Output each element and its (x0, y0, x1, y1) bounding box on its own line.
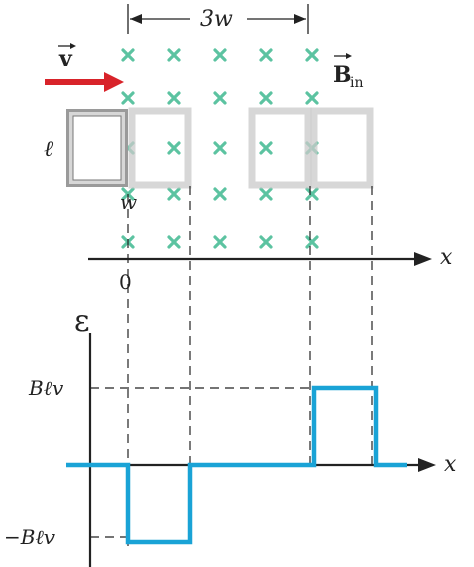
top-x-axis: x 0 (88, 245, 453, 294)
field-markers (121, 48, 319, 249)
width-dimension: 3w (127, 4, 309, 34)
velocity-label-arrowhead (70, 43, 76, 49)
origin-label: 0 (119, 270, 132, 294)
ghost-loop-entering (128, 107, 192, 189)
field-marker (305, 91, 319, 105)
y-tick-neg-label: −Bℓv (4, 525, 56, 549)
field-subscript: in (350, 75, 364, 91)
field-marker (259, 141, 273, 155)
ghost-loop-exiting (310, 107, 374, 189)
loop-length-label: ℓ (44, 137, 54, 162)
field-marker (259, 187, 273, 201)
velocity-arrowhead (104, 72, 124, 92)
field-marker (167, 141, 181, 155)
emf-curve (66, 385, 407, 545)
emf-x-axis-arrowhead (418, 458, 436, 472)
field-label: B (333, 62, 352, 88)
field-marker (167, 235, 181, 249)
emf-x-axis-label: x (444, 452, 457, 477)
y-tick-pos-label: Bℓv (28, 376, 64, 400)
field-marker (213, 91, 227, 105)
field-marker (213, 141, 227, 155)
field-marker (259, 91, 273, 105)
width-label: 3w (200, 7, 233, 32)
ghost-loops (128, 107, 374, 189)
field-label-arrowhead (346, 53, 352, 59)
width-arrowhead-left (130, 14, 142, 24)
width-arrowhead-right (294, 14, 306, 24)
field-marker (213, 235, 227, 249)
top-x-axis-label: x (440, 245, 453, 270)
emf-label: ε (74, 304, 90, 339)
field-label-group: B in (333, 53, 364, 91)
field-marker (167, 91, 181, 105)
guide-lines (127, 186, 373, 546)
field-marker (259, 48, 273, 62)
top-x-axis-arrowhead (414, 252, 432, 266)
emf-step-line (66, 385, 407, 545)
field-marker (213, 187, 227, 201)
field-marker (167, 48, 181, 62)
field-marker (305, 187, 319, 201)
velocity-vector: v (45, 43, 124, 92)
field-marker (213, 48, 227, 62)
ghost-loop-exiting-start (248, 107, 312, 189)
field-marker (121, 91, 135, 105)
conducting-loop: ℓ w (44, 109, 137, 214)
velocity-label: v (58, 46, 73, 72)
loop-inner (72, 115, 122, 181)
field-marker (305, 235, 319, 249)
field-marker (259, 235, 273, 249)
field-marker (121, 48, 135, 62)
field-marker (305, 48, 319, 62)
emf-graph: x ε Bℓv −Bℓv (4, 304, 457, 567)
field-marker (167, 187, 181, 201)
